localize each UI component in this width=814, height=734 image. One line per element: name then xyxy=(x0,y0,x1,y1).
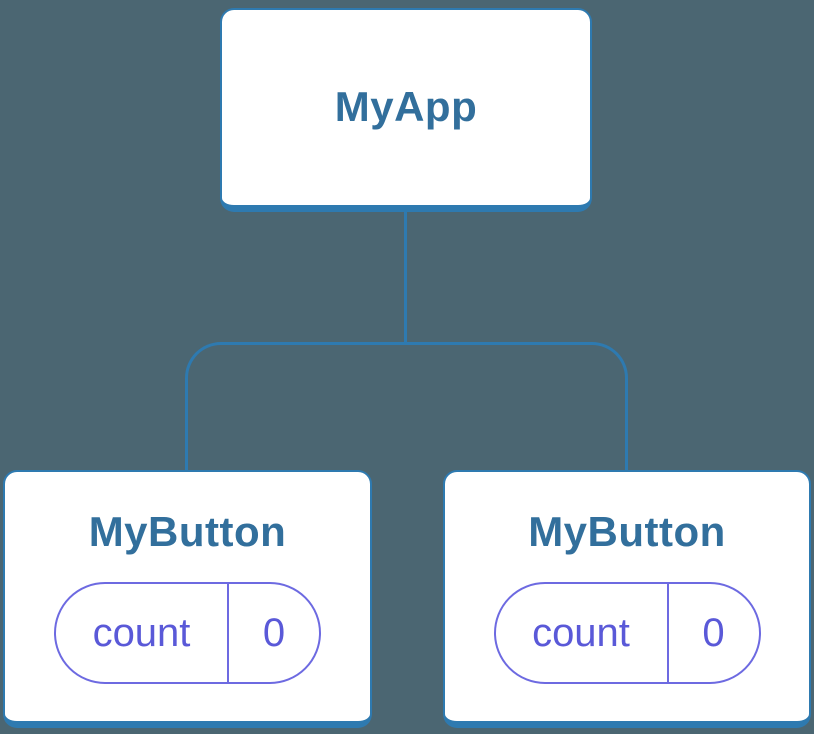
node-mybutton-left: MyButton count 0 xyxy=(3,470,372,728)
state-key-cell: count xyxy=(496,584,667,682)
node-mybutton-right: MyButton count 0 xyxy=(443,470,811,728)
node-myapp: MyApp xyxy=(220,8,592,212)
connector-trunk-line xyxy=(404,210,407,344)
state-key-cell: count xyxy=(56,584,227,682)
state-value-cell: 0 xyxy=(666,583,759,682)
node-label: MyButton xyxy=(528,508,726,556)
state-key: count xyxy=(532,610,630,655)
node-label: MyApp xyxy=(334,83,478,131)
state-value: 0 xyxy=(702,610,725,655)
state-pill: count 0 xyxy=(54,581,321,684)
state-key: count xyxy=(92,610,191,655)
state-value-cell: 0 xyxy=(227,583,319,682)
node-label: MyButton xyxy=(88,508,287,556)
state-value: 0 xyxy=(262,610,286,655)
connector-branch-bracket xyxy=(185,342,628,470)
state-pill: count 0 xyxy=(493,581,761,684)
